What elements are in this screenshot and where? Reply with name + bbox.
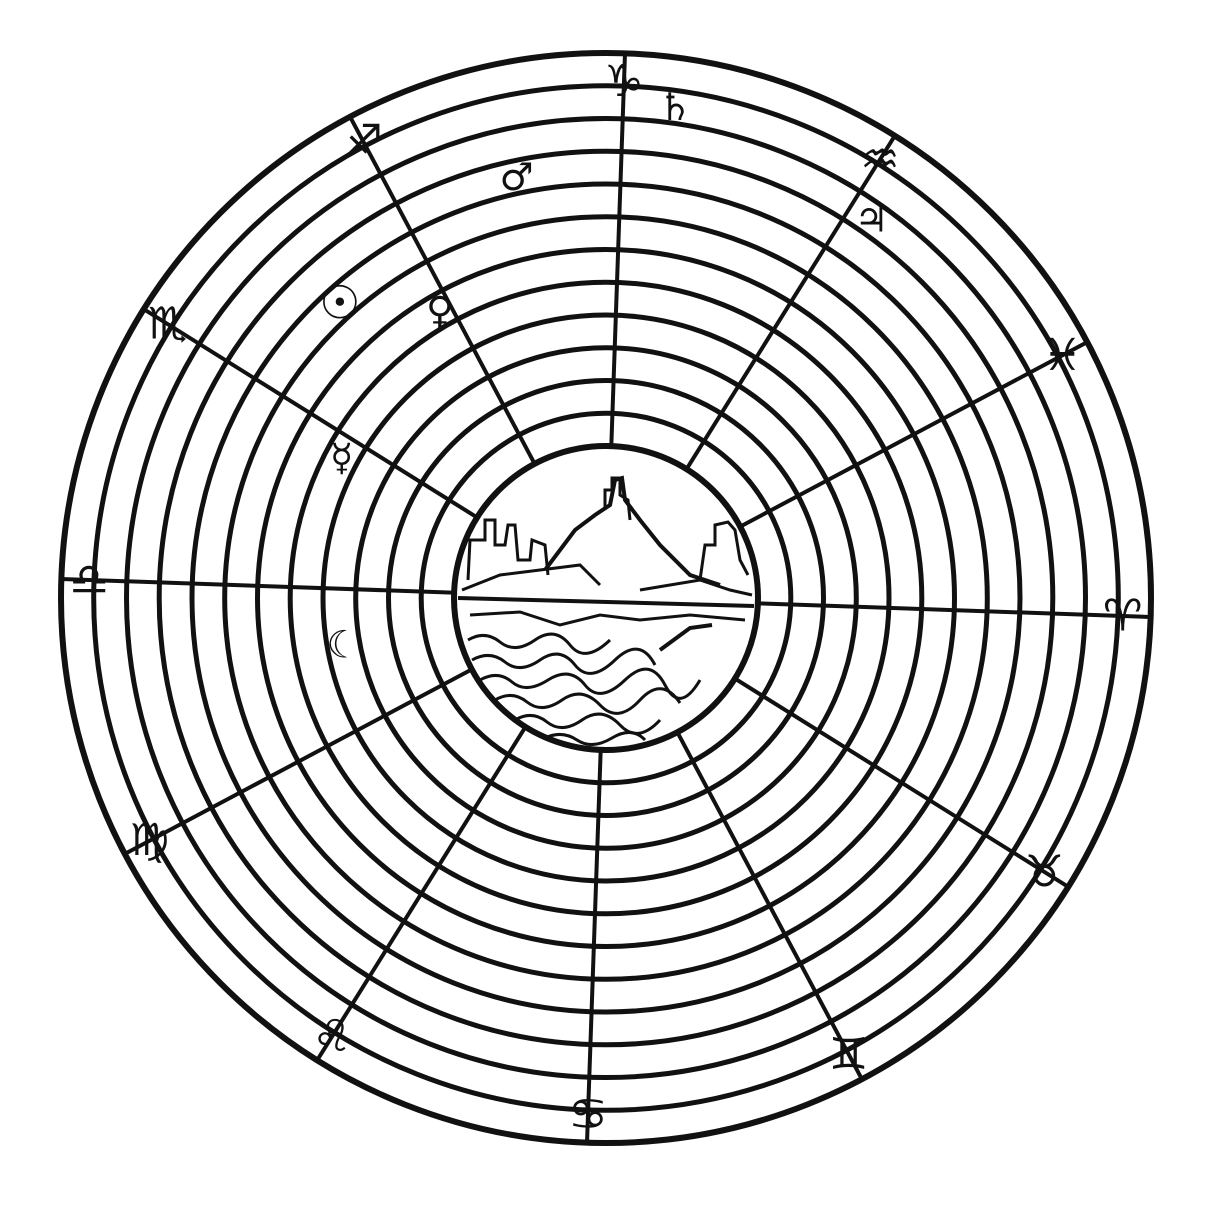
- zodiac-libra-icon: ♎: [70, 555, 109, 606]
- boat: [658, 623, 713, 652]
- sphere-ring: [124, 116, 1088, 1080]
- mountain-with-castle: [543, 475, 721, 587]
- earth-disc-border: [451, 443, 761, 753]
- zodiac-aries-icon: ♈: [1103, 591, 1142, 642]
- sphere-ring: [255, 247, 957, 949]
- sphere-ring: [222, 214, 990, 982]
- planet-saturn-icon: ♄: [658, 85, 692, 129]
- concentric-spheres: [58, 50, 1154, 1146]
- planet-jupiter-icon: ♃: [855, 197, 889, 241]
- sphere-ring: [418, 410, 794, 786]
- right-city: [698, 520, 750, 581]
- sphere-ring: [156, 148, 1056, 1048]
- planet-mars-icon: ♂: [499, 155, 533, 199]
- zodiac-leo-icon: ♌: [312, 1011, 351, 1062]
- sphere-ring: [189, 181, 1023, 1015]
- planet-moon-icon: ☾: [326, 622, 360, 666]
- zodiac-signs: ♑ ♒ ♓ ♈ ♉ ♊ ♋ ♌ ♍ ♎ ♏ ♐: [70, 56, 1143, 1140]
- zodiac-scorpio-icon: ♏: [148, 299, 187, 350]
- left-hill: [461, 563, 602, 592]
- zodiac-virgo-icon: ♍: [130, 815, 169, 866]
- sphere-ring: [353, 345, 859, 851]
- zodiac-cancer-icon: ♋: [568, 1089, 607, 1140]
- planet-mercury-icon: ☿: [330, 436, 353, 480]
- earth-landscape-vignette: [451, 443, 761, 753]
- sphere-ring: [91, 83, 1121, 1113]
- sphere-ring: [386, 378, 826, 818]
- planet-symbols: ♄ ♃ ♂ ☉ ♀ ☿ ☾: [319, 85, 888, 666]
- outer-circle: [58, 50, 1154, 1146]
- zodiac-capricorn-icon: ♑: [604, 56, 643, 107]
- sea-waves: [467, 632, 702, 746]
- zodiac-gemini-icon: ♊: [829, 1029, 868, 1080]
- sphere-ring: [320, 312, 892, 884]
- planet-sun-icon: ☉: [319, 276, 360, 330]
- castle-tower: [603, 476, 632, 521]
- horizon-line: [457, 596, 755, 608]
- right-hill: [639, 578, 753, 597]
- shore-line: [469, 610, 746, 627]
- left-city: [466, 518, 550, 581]
- planet-venus-icon: ♀: [426, 288, 454, 332]
- zodiac-sagittarius-icon: ♐: [344, 116, 383, 167]
- zodiac-taurus-icon: ♉: [1025, 847, 1064, 898]
- zodiac-pisces-icon: ♓: [1043, 330, 1082, 381]
- zodiac-aquarius-icon: ♒: [860, 134, 899, 185]
- sphere-ring: [287, 279, 925, 917]
